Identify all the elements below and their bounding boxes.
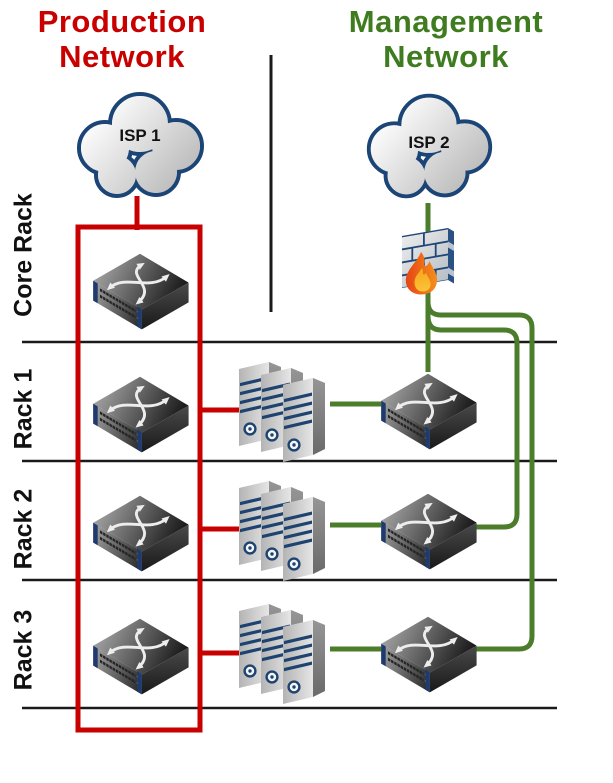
rack-label-2: Rack 2 bbox=[9, 488, 38, 570]
production-rack-outline bbox=[75, 224, 203, 733]
isp1-label: ISP 1 bbox=[119, 126, 161, 145]
rack3-management-switch-icon bbox=[374, 609, 482, 693]
rack-divider-lines bbox=[22, 340, 557, 710]
isp-cloud-icon bbox=[65, 86, 215, 206]
rack1-production-switch-icon bbox=[86, 369, 194, 453]
isp2-label: ISP 2 bbox=[408, 133, 450, 152]
rack-label-1: Rack 1 bbox=[9, 368, 38, 450]
rack-label-3: Rack 3 bbox=[9, 609, 38, 691]
rack3-server-stack-icon bbox=[237, 593, 333, 707]
rack3-production-switch-icon bbox=[86, 611, 194, 695]
rack2-server-stack-icon bbox=[237, 470, 333, 584]
production-network-title: Production Network bbox=[37, 4, 207, 74]
management-network-title: Management Network bbox=[348, 4, 544, 74]
isp2-cloud: ISP 2 bbox=[355, 85, 503, 209]
rack-label-core: Core Rack bbox=[9, 193, 38, 317]
management-links bbox=[330, 203, 535, 652]
core-switch-icon bbox=[86, 246, 194, 330]
rack2-management-switch-icon bbox=[374, 486, 482, 570]
rack1-server-stack-icon bbox=[237, 351, 333, 465]
rack2-production-switch-icon bbox=[86, 488, 194, 572]
firewall-icon bbox=[396, 224, 462, 296]
rack1-management-switch-icon bbox=[374, 366, 482, 450]
isp1-cloud: ISP 1 bbox=[65, 86, 215, 206]
